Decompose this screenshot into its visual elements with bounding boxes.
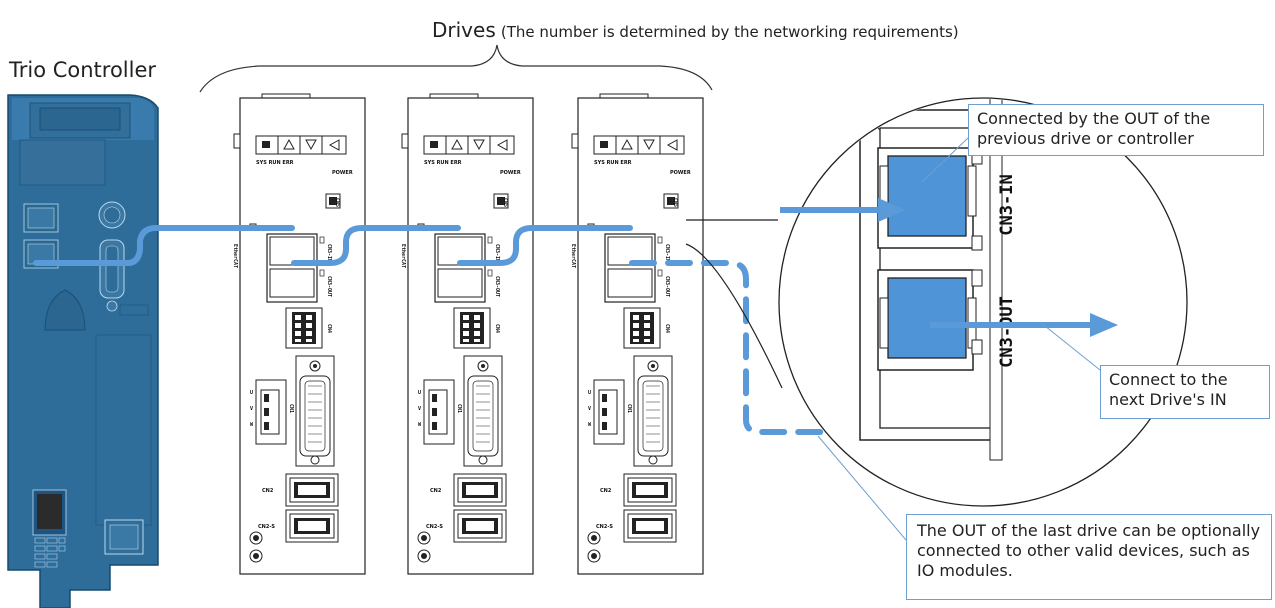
trio-controller (7, 94, 159, 608)
drives-title-note: (The number is determined by the network… (500, 23, 959, 41)
zoom-label-cn3-in: CN3-IN (997, 174, 1017, 235)
callout-leaders (817, 137, 1101, 541)
drive-1 (231, 93, 366, 575)
drives-group-brace (199, 44, 713, 93)
cable-controller-to-drive1 (33, 225, 295, 266)
cable-drive2-to-drive3 (457, 225, 633, 266)
cable-drive1-to-drive2 (291, 225, 461, 266)
drives-title-main: Drives (432, 18, 496, 42)
signal-arrows (780, 198, 1118, 337)
drive-3 (569, 93, 704, 575)
cable-drive3-out-optional (629, 260, 827, 435)
callout-in-source: Connected by the OUT of the previous dri… (968, 104, 1264, 156)
controller-label: Trio Controller (9, 58, 157, 82)
ethercat-cables (33, 225, 827, 435)
zoom-label-cn3-out: CN3-OUT (997, 296, 1017, 368)
drives-title: Drives (The number is determined by the … (432, 18, 959, 42)
callout-out-next: Connect to the next Drive's IN (1100, 365, 1270, 419)
drive-2 (399, 93, 534, 575)
callout-last-drive: The OUT of the last drive can be optiona… (906, 514, 1272, 600)
